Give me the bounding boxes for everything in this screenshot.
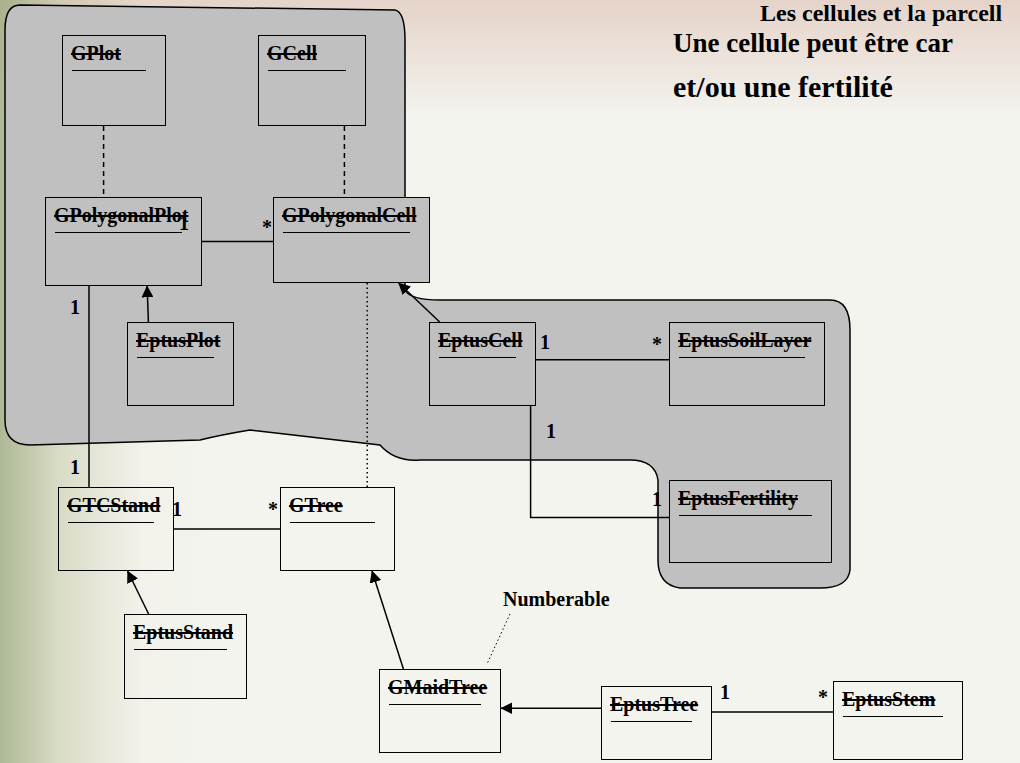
class-name: EptusCell <box>430 323 522 352</box>
class-name: EptusFertility <box>670 481 798 510</box>
compartment-line <box>134 649 227 650</box>
class-name: GCell <box>259 36 317 65</box>
callout-text: Une cellule peut être car <box>673 28 953 59</box>
association-line <box>712 711 833 713</box>
interface-leader <box>487 614 510 664</box>
multiplicity: * <box>268 498 278 521</box>
multiplicity: 1 <box>546 420 556 443</box>
inheritance-arrow <box>128 571 149 614</box>
multiplicity: 1 <box>652 488 662 511</box>
compartment-line <box>611 721 692 722</box>
association-line <box>202 241 273 243</box>
multiplicity: 1 <box>540 331 550 354</box>
multiplicity: * <box>262 216 272 239</box>
class-name: GMaidTree <box>380 670 487 699</box>
class-box: GTCStand <box>58 487 174 571</box>
dependency-line <box>103 126 105 197</box>
class-box: EptusStand <box>124 614 247 699</box>
class-name: EptusStand <box>125 615 233 644</box>
compartment-line <box>72 70 146 71</box>
class-box: EptusPlot <box>127 322 234 406</box>
compartment-line <box>679 515 812 516</box>
association-line <box>536 359 669 361</box>
class-name: GPlot <box>63 36 121 65</box>
dependency-line <box>366 283 368 487</box>
class-box: EptusTree <box>601 686 712 760</box>
inheritance-arrow <box>147 286 148 322</box>
compartment-line <box>439 357 516 358</box>
multiplicity: * <box>818 686 828 709</box>
class-name: GTree <box>281 488 343 517</box>
interface-name: Numberable <box>503 588 610 611</box>
compartment-line <box>679 357 805 358</box>
multiplicity: 1 <box>70 296 80 319</box>
association-line <box>88 286 90 487</box>
class-box: EptusCell <box>429 322 536 406</box>
class-box: GTree <box>280 487 395 571</box>
class-box: GCell <box>258 35 366 126</box>
compartment-line <box>268 70 346 71</box>
multiplicity: * <box>652 333 662 356</box>
multiplicity: 1 <box>720 681 730 704</box>
class-box: GPolygonalCell <box>273 197 430 283</box>
class-name: EptusStem <box>834 682 935 711</box>
inheritance-arrow <box>501 707 601 709</box>
multiplicity: 1 <box>179 212 189 235</box>
class-box: EptusSoilLayer <box>669 322 825 406</box>
class-name: EptusPlot <box>128 323 220 352</box>
class-name: EptusSoilLayer <box>670 323 811 352</box>
slide-title: Les cellules et la parcell <box>760 0 1002 27</box>
class-name: GPolygonalCell <box>274 198 416 227</box>
compartment-line <box>137 357 214 358</box>
class-box: GPlot <box>62 35 166 126</box>
inheritance-arrow <box>399 283 440 322</box>
compartment-line <box>68 522 154 523</box>
class-box: EptusFertility <box>669 480 832 563</box>
association-line <box>531 406 669 517</box>
compartment-line <box>55 232 182 233</box>
class-name: GTCStand <box>59 488 160 517</box>
class-name: GPolygonalPlot <box>46 198 188 227</box>
class-box: GMaidTree <box>379 669 501 753</box>
compartment-line <box>843 716 943 717</box>
compartment-line <box>290 522 375 523</box>
class-name: EptusTree <box>602 687 698 716</box>
compartment-line <box>283 232 410 233</box>
callout-text: et/ou une fertilité <box>673 70 893 104</box>
class-box: GPolygonalPlot <box>45 197 202 286</box>
dependency-line <box>344 126 346 197</box>
multiplicity: 1 <box>172 498 182 521</box>
compartment-line <box>389 704 481 705</box>
class-box: EptusStem <box>833 681 963 760</box>
inheritance-arrow <box>372 571 403 669</box>
association-line <box>174 528 280 530</box>
multiplicity: 1 <box>70 456 80 479</box>
